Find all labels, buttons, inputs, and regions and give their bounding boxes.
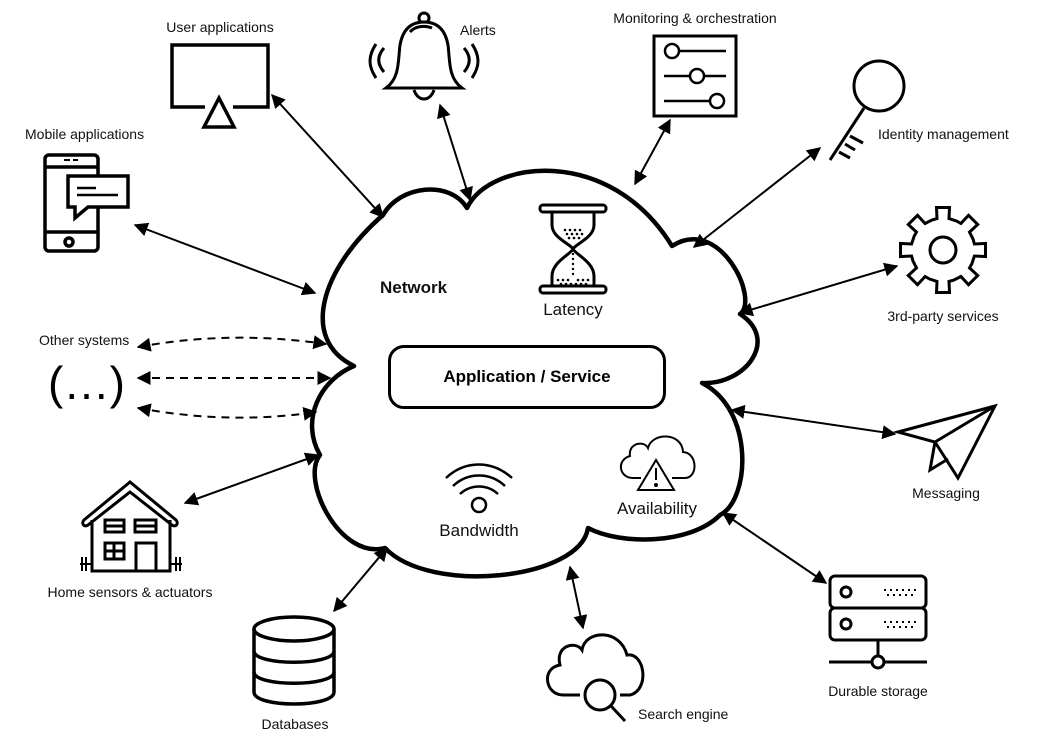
dashed-arrow-other-1 [136,335,328,352]
arrow-messaging [730,404,897,440]
node-label-identity-management: Identity management [878,126,1009,142]
house-icon [80,480,182,573]
availability-label: Availability [616,499,698,518]
dashed-connections [136,335,332,421]
application-service-label: Application / Service [443,367,611,386]
ellipsis-icon: (...) [48,357,127,409]
latency-label: Latency [543,300,603,319]
node-label-home-sensors: Home sensors & actuators [47,584,213,600]
cloud-warning-icon [620,435,696,491]
node-label-messaging: Messaging [912,485,980,501]
application-service-box: Application / Service [388,345,666,409]
wifi-icon [445,463,513,514]
node-label-other-systems: Other systems [39,332,130,348]
paper-plane-icon [892,403,998,482]
cloud-search-icon [546,633,645,723]
key-icon [828,59,906,161]
gear-icon [899,206,987,294]
hourglass-icon [538,203,608,295]
arrow-home [183,452,320,506]
node-label-3rd-party-services: 3rd-party services [887,308,999,324]
arrow-databases [333,546,388,613]
dashed-arrow-other-3 [136,403,318,421]
sliders-icon [652,34,738,118]
mobile-chat-icon [43,153,130,253]
node-label-durable-storage: Durable storage [828,683,928,699]
node-label-alerts: Alerts [460,22,496,38]
arrow-durable-storage [721,512,828,584]
node-label-mobile-applications: Mobile applications [25,126,145,142]
node-label-databases: Databases [261,716,329,732]
arrow-monitoring [634,118,671,186]
network-cloud [309,168,760,579]
arrow-alerts [437,103,473,202]
node-label-search-engine: Search engine [638,706,729,722]
arrow-mobile [133,222,317,296]
database-icon [252,615,336,706]
node-label-user-applications: User applications [166,19,274,35]
monitor-icon [170,43,270,129]
node-label-monitoring: Monitoring & orchestration [613,10,777,26]
network-label: Network [380,278,448,297]
bandwidth-label: Bandwidth [439,521,519,540]
connections [133,93,899,630]
arrow-search-engine [565,565,588,630]
arrow-3rd-party [738,262,899,317]
bell-icon [368,11,480,101]
arrow-identity [692,147,822,248]
arrow-user-applications [271,93,384,219]
server-icon [828,574,928,670]
